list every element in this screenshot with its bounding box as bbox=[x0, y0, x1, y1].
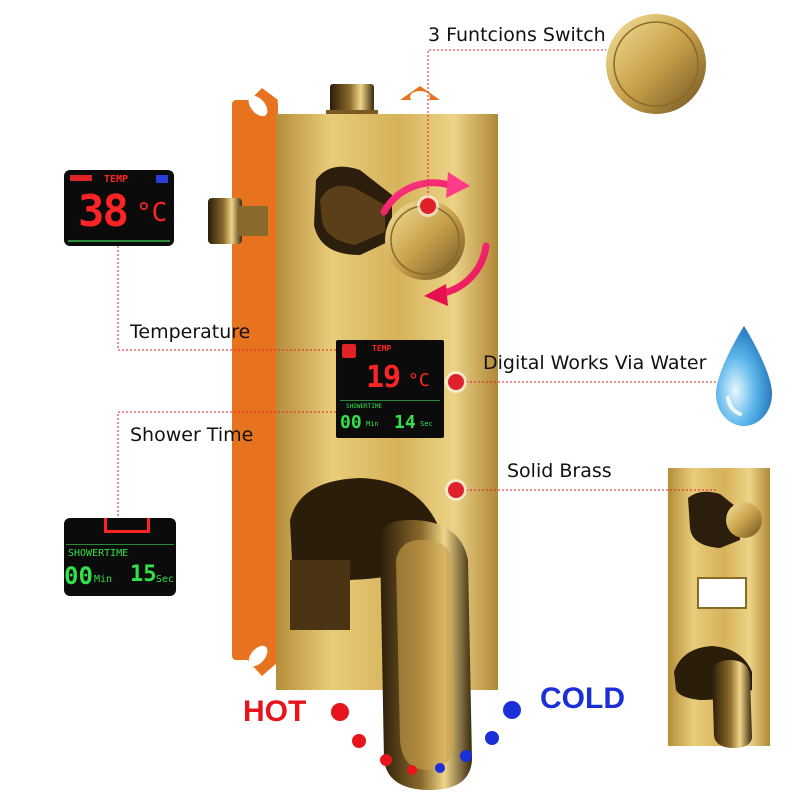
switch-zoom bbox=[606, 14, 706, 114]
main-seconds: 14 bbox=[394, 412, 416, 433]
zoom-seconds: 15 bbox=[130, 562, 157, 587]
temperature-callout-label: Temperature bbox=[130, 321, 251, 343]
zoom-temp-value: 38 bbox=[78, 186, 129, 237]
temp-zoom-display: TEMP 38 °C bbox=[64, 170, 174, 246]
time-zoom-display: SHOWERTIME 00 Min 15 Sec bbox=[64, 518, 176, 596]
thermostat-handle bbox=[314, 166, 392, 255]
zoom-min-unit: Min bbox=[94, 574, 113, 585]
main-lcd-display: TEMP 19 °C SHOWERTIME 00 Min 14 Sec bbox=[336, 340, 444, 438]
main-minutes: 00 bbox=[340, 412, 362, 433]
zoom-minutes: 00 bbox=[64, 562, 93, 590]
main-temp-value: 19 bbox=[366, 360, 401, 395]
mounting-box bbox=[232, 86, 440, 676]
shower-time-callout-label: Shower Time bbox=[130, 424, 254, 446]
main-min-unit: Min bbox=[366, 420, 379, 428]
cold-label: COLD bbox=[540, 682, 625, 715]
main-temp-icon bbox=[342, 344, 356, 358]
zoom-sec-unit: Sec bbox=[156, 574, 175, 585]
switch-callout-label: 3 Funtcions Switch bbox=[428, 24, 606, 46]
zoom-time-label: SHOWERTIME bbox=[68, 548, 129, 559]
main-temp-label: TEMP bbox=[372, 344, 392, 353]
brass-marker bbox=[448, 482, 464, 498]
temperature-arc-dots bbox=[331, 701, 521, 775]
diverter-knob bbox=[385, 200, 465, 280]
callout-lines bbox=[117, 49, 716, 520]
product-thumbnail bbox=[668, 468, 770, 748]
switch-marker bbox=[420, 198, 436, 214]
main-temp-unit: °C bbox=[408, 370, 430, 391]
water-drop-icon bbox=[716, 326, 772, 426]
hot-label: HOT bbox=[243, 695, 307, 728]
mixer-lever bbox=[290, 478, 472, 790]
digital-callout-label: Digital Works Via Water bbox=[483, 352, 707, 374]
main-sec-unit: Sec bbox=[420, 420, 433, 428]
main-time-label: SHOWERTIME bbox=[346, 403, 383, 410]
zoom-temp-label: TEMP bbox=[104, 174, 129, 185]
digital-marker bbox=[448, 374, 464, 390]
brass-callout-label: Solid Brass bbox=[507, 460, 612, 482]
zoom-temp-unit: °C bbox=[136, 198, 168, 228]
